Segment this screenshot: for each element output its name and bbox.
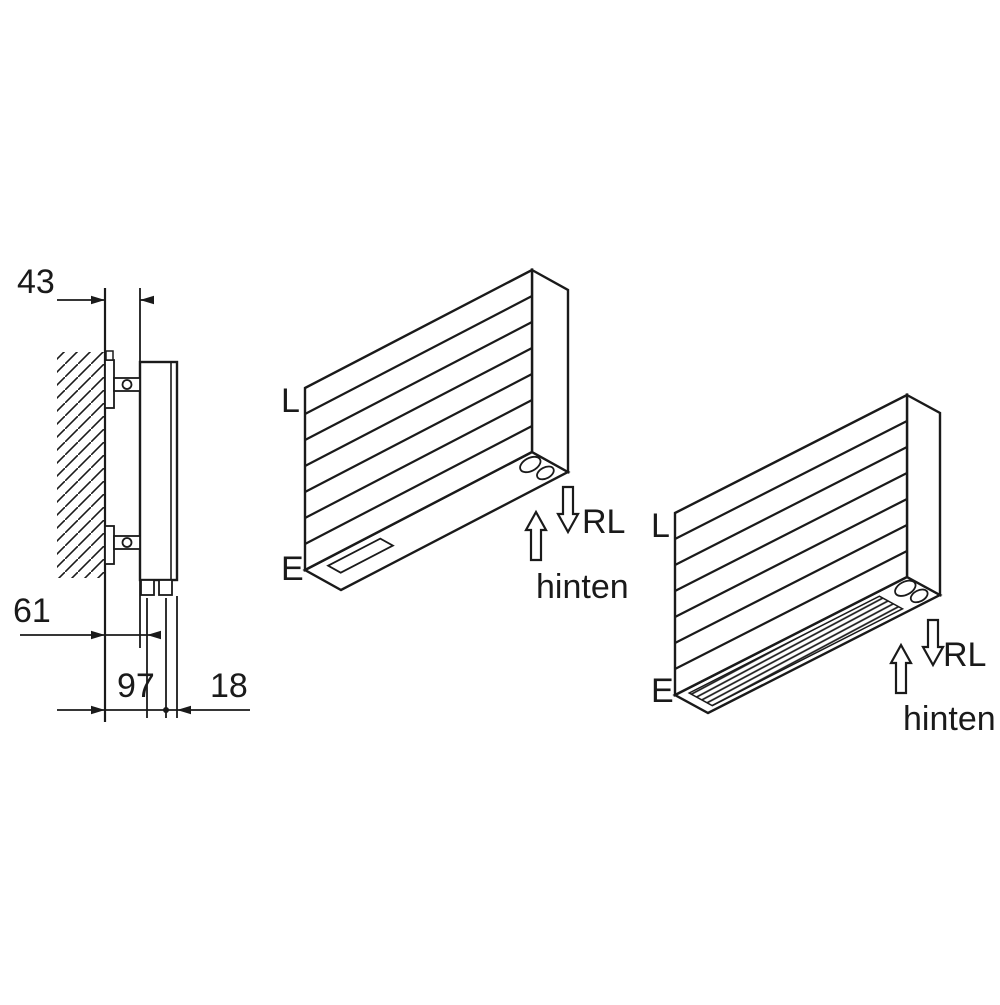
bracket-top-plate (104, 359, 115, 409)
flow-arrow-down (556, 485, 580, 535)
flow-arrow-down (921, 618, 945, 668)
dimension-label-bottom-right: 18 (210, 667, 248, 705)
pipe-connection-2 (909, 588, 929, 604)
dim-chain-dot (163, 707, 169, 713)
label-e: E (651, 672, 674, 710)
pipe-stub-1 (140, 579, 155, 596)
dim-arrow (140, 295, 154, 305)
side-view: 43 61 97 18 (13, 263, 250, 722)
label-l: L (281, 382, 300, 420)
dim-arrow (91, 630, 105, 640)
label-rl: RL (943, 636, 986, 674)
dimension-label-middle: 61 (13, 592, 51, 630)
label-rl: RL (582, 503, 625, 541)
side-face (530, 267, 570, 475)
flow-arrow-up (524, 509, 548, 562)
dim-arrow (91, 295, 105, 305)
bracket-bottom-hook (121, 537, 133, 548)
bottom-slot (326, 537, 395, 574)
dimension-label-top: 43 (17, 263, 55, 301)
pipe-connection-1 (519, 455, 542, 474)
dim-arrow (177, 705, 191, 715)
front-slats (304, 295, 533, 545)
wall-hatch (57, 352, 105, 578)
bottom-grille (687, 595, 905, 707)
label-l: L (651, 507, 670, 545)
front-slats (674, 420, 908, 670)
label-e: E (281, 550, 304, 588)
pipe-connection-2 (536, 465, 555, 481)
pipe-connection-1 (894, 579, 917, 597)
bracket-bottom-plate (104, 525, 115, 565)
iso-radiator-back: L E RL hinten (651, 392, 996, 738)
side-face (905, 392, 942, 598)
pipe-stub-2 (158, 579, 173, 596)
dimension-label-bottom-left: 97 (117, 667, 155, 705)
flow-arrow-up (889, 642, 913, 695)
label-hinten: hinten (536, 568, 629, 606)
front-face (303, 268, 534, 572)
front-face (673, 393, 909, 697)
iso-radiator-front: L E RL hinten (281, 267, 629, 606)
dim-arrow (147, 630, 161, 640)
label-hinten: hinten (903, 700, 996, 738)
bracket-top-screw (105, 350, 114, 361)
dim-arrow (91, 705, 105, 715)
bracket-top-hook (121, 379, 133, 390)
